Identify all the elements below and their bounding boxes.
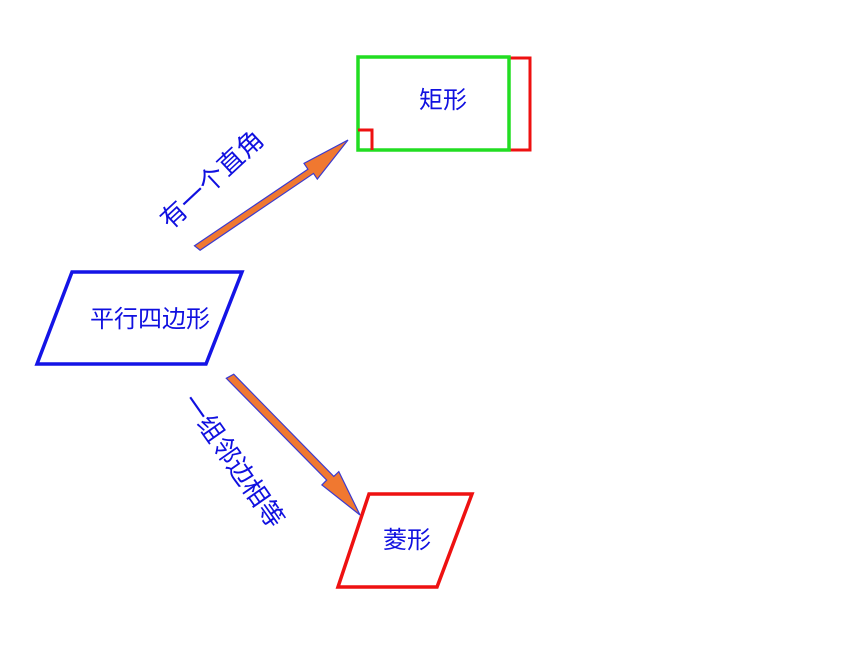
right-angle-mark xyxy=(358,128,374,150)
arrow-to-rectangle xyxy=(193,139,349,251)
arrow-to-rhombus xyxy=(225,373,361,516)
parallelogram-label: 平行四边形 xyxy=(90,305,210,333)
parallelogram-shape xyxy=(34,270,245,366)
edge-label-adjacent-sides-equal: 一组邻边相等 xyxy=(176,389,290,534)
edge-label-right-angle: 有一个直角 xyxy=(155,125,271,236)
rectangle-shape xyxy=(356,55,511,152)
rectangle-label: 矩形 xyxy=(419,86,467,114)
rhombus-shape xyxy=(335,492,475,589)
rhombus-label: 菱形 xyxy=(383,526,431,554)
